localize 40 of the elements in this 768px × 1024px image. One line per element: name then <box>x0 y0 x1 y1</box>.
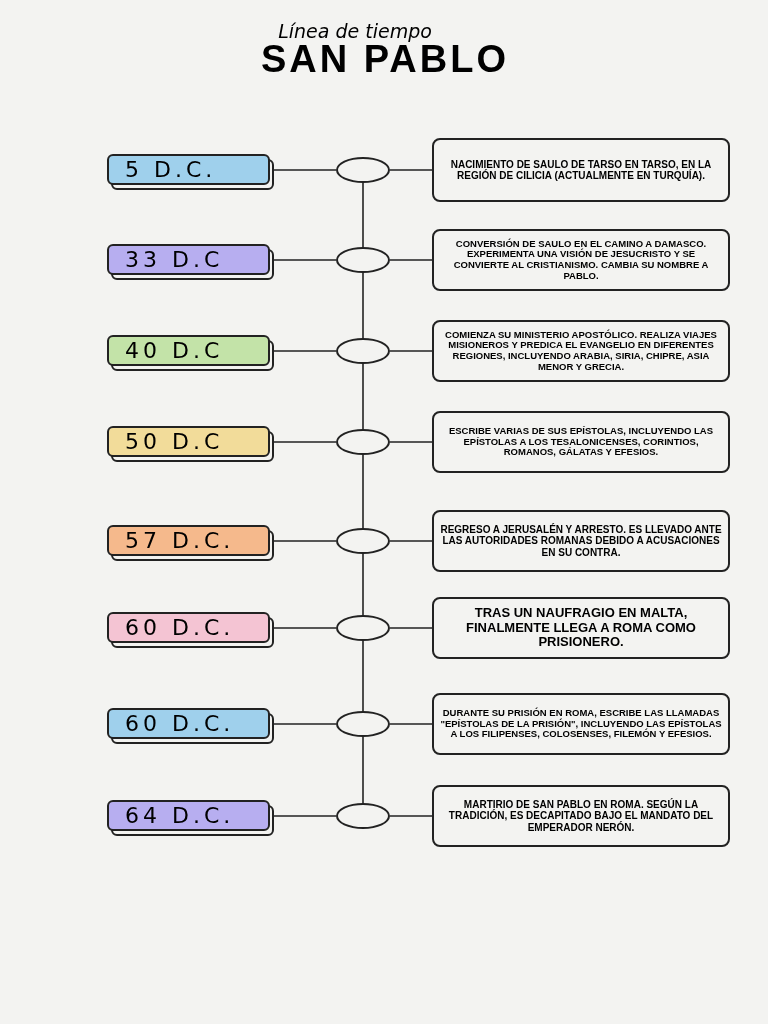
connector-line <box>362 640 364 712</box>
event-box: DURANTE SU PRISIÓN EN ROMA, ESCRIBE LAS LLAMADAS "EPÍSTOLAS DE LA PRISIÓN", INCLUYENDO LAS EPÍSTOLAS A LOS FILIPENSES, COLOSENSES, FILEMÓN Y EFESIOS. <box>432 693 730 755</box>
connector-line <box>389 540 433 542</box>
event-box: TRAS UN NAUFRAGIO EN MALTA, FINALMENTE LLEGA A ROMA COMO PRISIONERO. <box>432 597 730 659</box>
event-box: CONVERSIÓN DE SAULO EN EL CAMINO A DAMASCO. EXPERIMENTA UNA VISIÓN DE JESUCRISTO Y SE CONVIERTE AL CRISTIANISMO. CAMBIA SU NOMBRE A PABLO. <box>432 229 730 291</box>
connector-line <box>362 272 364 339</box>
connector-line <box>362 363 364 430</box>
timeline-circle <box>336 429 390 455</box>
connector-line <box>362 454 364 529</box>
event-box: REGRESO A JERUSALÉN Y ARRESTO. ES LLEVADO ANTE LAS AUTORIDADES ROMANAS DEBIDO A ACUSACIONES EN SU CONTRA. <box>432 510 730 572</box>
date-label: 5 D.C. <box>107 154 270 185</box>
connector-line <box>362 182 364 248</box>
date-label: 60 D.C. <box>107 708 270 739</box>
date-label: 57 D.C. <box>107 525 270 556</box>
connector-line <box>389 723 433 725</box>
connector-line <box>389 350 433 352</box>
event-box: MARTIRIO DE SAN PABLO EN ROMA. SEGÚN LA TRADICIÓN, ES DECAPITADO BAJO EL MANDATO DEL EMPERADOR NERÓN. <box>432 785 730 847</box>
timeline-circle <box>336 615 390 641</box>
timeline-circle <box>336 247 390 273</box>
connector-line <box>389 169 433 171</box>
connector-line <box>362 736 364 804</box>
connector-line <box>389 259 433 261</box>
timeline-circle <box>336 338 390 364</box>
timeline-circle <box>336 157 390 183</box>
date-label: 50 D.C <box>107 426 270 457</box>
timeline-circle <box>336 528 390 554</box>
timeline-circle <box>336 711 390 737</box>
connector-line <box>389 815 433 817</box>
connector-line <box>389 627 433 629</box>
event-box: COMIENZA SU MINISTERIO APOSTÓLICO. REALIZA VIAJES MISIONEROS Y PREDICA EL EVANGELIO EN DIFERENTES REGIONES, INCLUYENDO ARABIA, SIRIA, CHIPRE, ASIA MENOR Y GRECIA. <box>432 320 730 382</box>
connector-line <box>389 441 433 443</box>
date-label: 33 D.C <box>107 244 270 275</box>
event-box: ESCRIBE VARIAS DE SUS EPÍSTOLAS, INCLUYENDO LAS EPÍSTOLAS A LOS TESALONICENSES, CORINTIOS, ROMANOS, GÁLATAS Y EFESIOS. <box>432 411 730 473</box>
event-box: NACIMIENTO DE SAULO DE TARSO EN TARSO, EN LA REGIÓN DE CILICIA (ACTUALMENTE EN TURQUÍA). <box>432 138 730 202</box>
date-label: 60 D.C. <box>107 612 270 643</box>
timeline-circle <box>336 803 390 829</box>
connector-line <box>362 553 364 616</box>
date-label: 40 D.C <box>107 335 270 366</box>
subtitle: Línea de tiempo <box>277 22 433 41</box>
date-label: 64 D.C. <box>107 800 270 831</box>
